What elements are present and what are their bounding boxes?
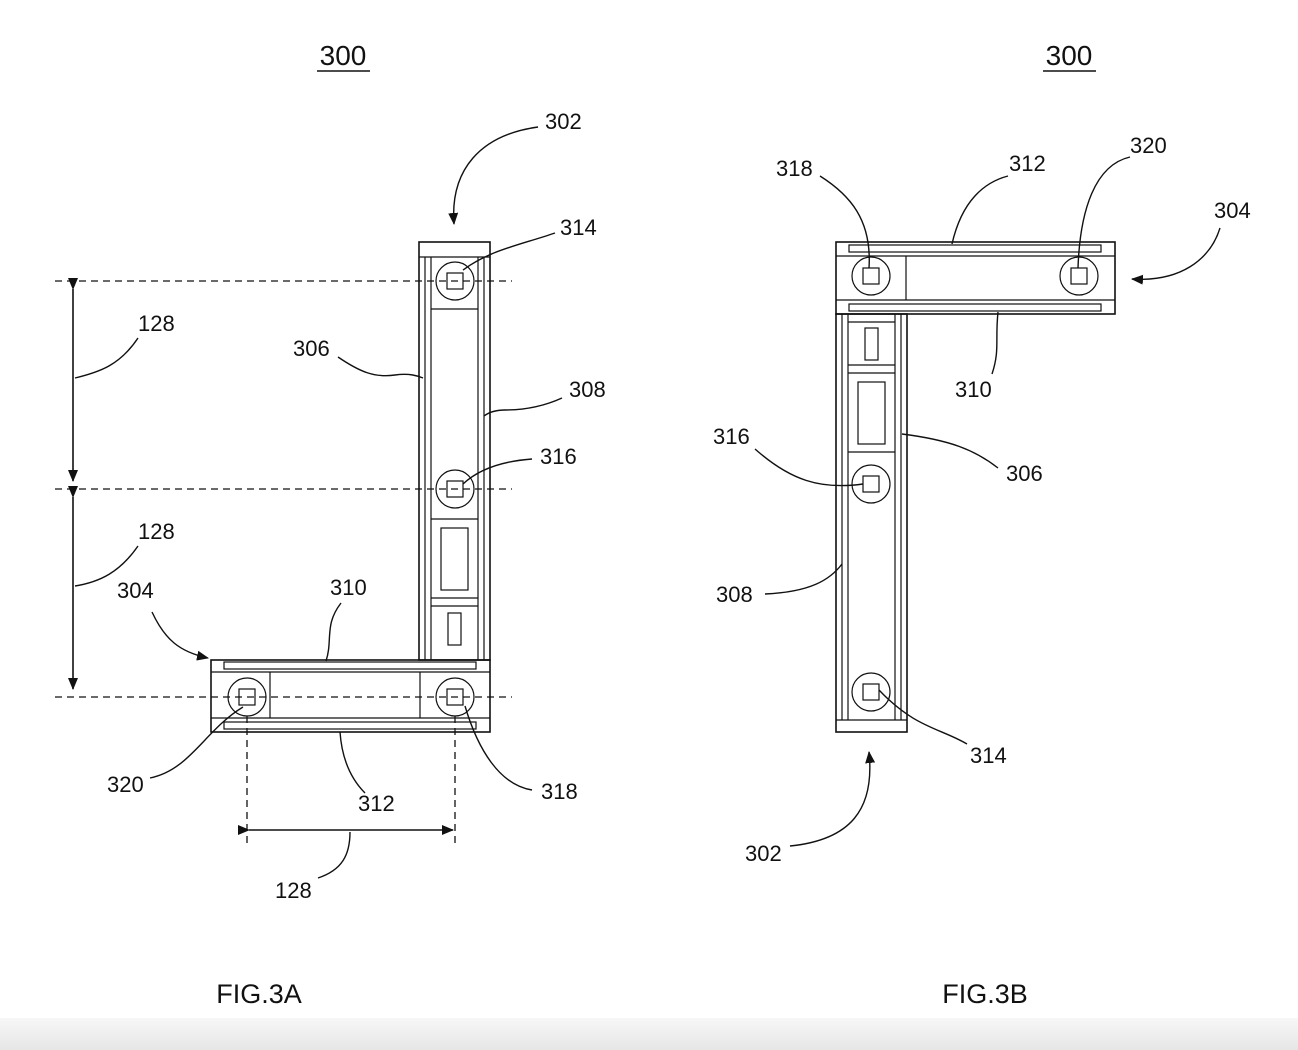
fig3b-vertical-member — [835, 313, 908, 733]
fig3a-dimension-lines — [55, 278, 512, 845]
fig3a-label-128-horizontal: 128 — [275, 878, 312, 903]
fig3a-vertical-member — [418, 241, 491, 661]
figure-3a: 300 — [55, 40, 606, 1009]
fig3a-horizontal-member — [210, 659, 491, 733]
fig3b-label-312: 312 — [1009, 151, 1046, 176]
fig3a-caption: FIG.3A — [216, 979, 302, 1009]
fig3b-label-308: 308 — [716, 582, 753, 607]
fig3a-label-304: 304 — [117, 578, 154, 603]
fig3a-label-128-lower: 128 — [138, 519, 175, 544]
fig3a-label-318: 318 — [541, 779, 578, 804]
fig3a-reference-labels: 302 314 306 308 316 128 128 304 310 320 … — [107, 109, 606, 903]
fig3b-reference-labels: 318 312 320 304 310 316 306 308 314 302 — [713, 133, 1251, 866]
fig3b-fastener-314 — [851, 672, 891, 712]
fig3b-label-310: 310 — [955, 377, 992, 402]
fig3a-ref-number: 300 — [320, 40, 367, 71]
fig3b-label-306: 306 — [1006, 461, 1043, 486]
fig3a-label-306: 306 — [293, 336, 330, 361]
fig3a-label-128-upper: 128 — [138, 311, 175, 336]
fig3a-label-310: 310 — [330, 575, 367, 600]
fig3a-label-308: 308 — [569, 377, 606, 402]
viewer-bottom-edge — [0, 1018, 1298, 1050]
fig3b-ref-number: 300 — [1046, 40, 1093, 71]
fig3b-fastener-318 — [851, 256, 891, 296]
fig3b-label-320: 320 — [1130, 133, 1167, 158]
fig3a-label-320: 320 — [107, 772, 144, 797]
fig3b-horizontal-member — [835, 241, 1116, 315]
fig3b-caption: FIG.3B — [942, 979, 1028, 1009]
fig3b-label-316: 316 — [713, 424, 750, 449]
fig3b-label-318: 318 — [776, 156, 813, 181]
fig3a-label-302: 302 — [545, 109, 582, 134]
fig3a-label-314: 314 — [560, 215, 597, 240]
fig3a-label-316: 316 — [540, 444, 577, 469]
fig3b-fastener-320 — [1059, 256, 1099, 296]
figure-3b: 300 — [713, 40, 1251, 1009]
fig3a-leader-lines — [74, 126, 563, 879]
fig3a-label-312: 312 — [358, 791, 395, 816]
fig3b-label-304: 304 — [1214, 198, 1251, 223]
fig3b-label-314: 314 — [970, 743, 1007, 768]
fig3b-leader-lines — [754, 156, 1221, 847]
fig3b-label-302: 302 — [745, 841, 782, 866]
